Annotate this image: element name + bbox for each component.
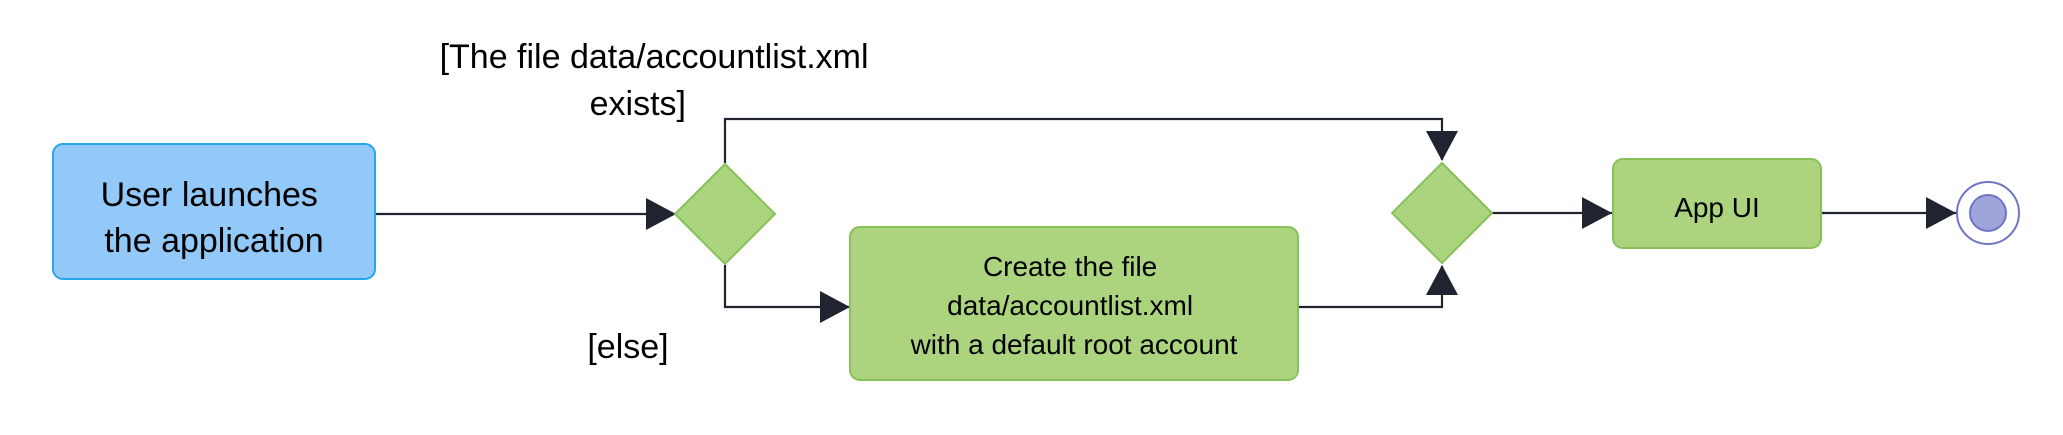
arrowhead-start-to-decision	[646, 198, 676, 230]
start-activity: User launches the application	[52, 143, 376, 280]
create-file-line-1: Create the file	[983, 251, 1157, 282]
app-ui-activity: App UI	[1612, 158, 1822, 249]
create-file-activity: Create the file data/accountlist.xml wit…	[849, 226, 1299, 381]
create-file-box	[849, 226, 1299, 381]
edge-decision-else-to-create	[723, 265, 850, 309]
edge-decision-exists-to-merge	[723, 117, 1444, 163]
guard-else-label: [else]	[587, 328, 668, 366]
start-activity-label: User launches the application	[101, 176, 328, 260]
decision-diamond	[673, 162, 777, 266]
app-ui-box	[1612, 158, 1822, 249]
start-activity-box	[52, 143, 376, 280]
end-node-inner-dot	[1969, 194, 2007, 232]
arrowhead-merge-to-appui	[1582, 197, 1612, 229]
arrowhead-appui-to-end	[1926, 197, 1956, 229]
create-file-line-3: with a default root account	[910, 329, 1238, 360]
create-file-label: Create the file data/accountlist.xml wit…	[910, 251, 1238, 360]
arrowhead-else-to-create	[820, 291, 850, 323]
merge-diamond	[1390, 161, 1494, 265]
end-node	[1956, 181, 2020, 245]
create-file-line-2: data/accountlist.xml	[947, 290, 1193, 321]
app-ui-label: App UI	[1674, 192, 1760, 223]
guard-exists-line-2: exists]	[590, 85, 686, 123]
start-activity-line-1: User launches	[101, 176, 318, 214]
arrowhead-create-to-merge	[1426, 265, 1458, 295]
arrowhead-exists-to-merge	[1426, 131, 1458, 161]
edge-create-to-merge	[1298, 266, 1444, 309]
guard-exists-label: [The file data/accountlist.xml exists]	[440, 38, 878, 123]
start-activity-line-2: the application	[104, 222, 323, 260]
edges	[376, 117, 1956, 323]
guard-exists-line-1: [The file data/accountlist.xml	[440, 38, 869, 76]
